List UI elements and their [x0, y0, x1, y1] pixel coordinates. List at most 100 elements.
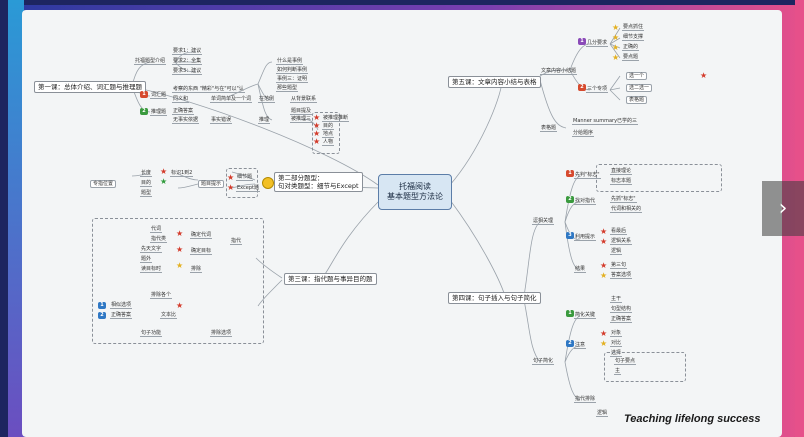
l1-node-19[interactable]: 推理	[258, 117, 271, 124]
lesson-2-node[interactable]: 第二部分题型： 句对类题型：细节与Except	[274, 172, 363, 192]
l4-node-21[interactable]: 对象	[610, 330, 623, 337]
l4-node-18[interactable]: 句型结构	[610, 306, 633, 313]
l2-node-1[interactable]: 长度	[140, 170, 153, 177]
l4-node-11[interactable]: 逻辑	[610, 248, 623, 255]
priority-icon: 1	[566, 310, 574, 317]
l4-node-4[interactable]: 标志本题	[610, 178, 633, 185]
center-topic[interactable]: 托福阅读 基本题型方法论	[378, 174, 452, 210]
l1-node-16[interactable]: 那些题型	[276, 85, 299, 92]
l3-node-14[interactable]: 句子功能	[140, 330, 163, 337]
l1-node-17[interactable]: 在范例	[258, 96, 276, 103]
l3-node-9[interactable]: 排除	[190, 266, 203, 273]
l5-node-2[interactable]: 几分要求	[586, 40, 609, 47]
l4-node-6[interactable]: 先抓"标志"	[610, 196, 637, 203]
priority-icon: 2	[566, 196, 574, 203]
lesson-3-node[interactable]: 第三课：指代题与事异目的题	[284, 273, 377, 285]
l5-node-3[interactable]: 要点抓住	[622, 24, 645, 31]
l1-node-13[interactable]: 什么是事例	[276, 58, 304, 65]
l5-node-12[interactable]: Manner summary已学的三	[572, 118, 639, 125]
l4-node-8[interactable]: 利用提示	[574, 234, 597, 241]
l4-node-19[interactable]: 正确答案	[610, 316, 633, 323]
l1-node-10[interactable]: 正确答案	[172, 108, 195, 115]
l3-node-7[interactable]: 指代	[230, 238, 243, 245]
l1-node-22[interactable]: 被推理推断	[322, 115, 350, 122]
l1-node-1[interactable]: 托福题型介绍	[134, 58, 167, 65]
l1-node-25[interactable]: 人物	[322, 139, 335, 146]
l3-node-13[interactable]: 文本比	[160, 312, 178, 319]
l5-node-1[interactable]: 文章内容小结题	[540, 68, 578, 75]
l4-node-16[interactable]: 简化关键	[574, 312, 597, 319]
lesson-1-node[interactable]: 第一课：总体介绍、词汇题与推理题	[34, 81, 146, 93]
priority-icon: 1	[140, 91, 148, 98]
l1-node-11[interactable]: 无事实依据	[172, 117, 200, 124]
l4-node-15[interactable]: 句子简化	[532, 358, 555, 365]
center-title-line1: 托福阅读	[399, 182, 431, 191]
l3-node-6[interactable]: 确定目标	[190, 248, 213, 255]
l4-node-26[interactable]: 指代排除	[574, 396, 597, 403]
l1-node-12[interactable]: 事实错误	[210, 117, 233, 124]
star-icon: ★	[700, 71, 708, 80]
l1-node-2[interactable]: 要求1：建议	[172, 48, 203, 55]
l1-node-3[interactable]: 要求2：全集	[172, 58, 203, 65]
l4-node-12[interactable]: 结果	[574, 266, 587, 273]
l4-node-25[interactable]: 主	[614, 368, 622, 375]
l4-node-9[interactable]: 看最后	[610, 228, 628, 235]
lesson-5-node[interactable]: 第五课：文章内容小结与表格	[448, 76, 541, 88]
l1-node-14[interactable]: 如何判断事例	[276, 67, 309, 74]
l1-node-21[interactable]: 被推理三	[290, 116, 313, 123]
l2-node-2[interactable]: 目的	[140, 180, 153, 187]
l1-node-23[interactable]: 目的	[322, 123, 335, 130]
l4-node-1[interactable]: 逗相关理	[532, 218, 555, 225]
l5-node-5[interactable]: 正确的	[622, 44, 640, 51]
l1-node-5[interactable]: 词汇题	[150, 92, 168, 99]
l1-node-20[interactable]: 题目提及	[290, 108, 313, 115]
l1-node-15[interactable]: 事例三：证明	[276, 76, 309, 83]
l2-node-7[interactable]: 细节题	[236, 174, 254, 181]
l3-node-11[interactable]: 相似选项	[110, 302, 133, 309]
l3-node-8[interactable]: 读目标时	[140, 266, 163, 273]
l4-node-2[interactable]: 先判"标志"	[574, 172, 601, 179]
l3-node-4[interactable]: 先天文字	[140, 246, 163, 253]
l2-node-4[interactable]: 标识1到2	[170, 170, 194, 177]
l3-node-2[interactable]: 指代类	[150, 236, 168, 243]
l5-node-4[interactable]: 细节支撑	[622, 34, 645, 41]
l1-node-7[interactable]: 同义和	[172, 96, 190, 103]
l1-node-18[interactable]: 从背景联系	[290, 96, 318, 103]
l5-node-7[interactable]: 三个专项	[586, 86, 609, 93]
l2-node-6[interactable]: 题目提示	[198, 180, 225, 188]
l4-node-17[interactable]: 主干	[610, 296, 623, 303]
l4-node-22[interactable]: 对比	[610, 340, 623, 347]
l3-node-12[interactable]: 正确答案	[110, 312, 133, 319]
l4-node-10[interactable]: 逻辑关系	[610, 238, 633, 245]
l1-node-9[interactable]: 推理题	[150, 109, 168, 116]
l5-node-6[interactable]: 要点题	[622, 54, 640, 61]
l1-node-8[interactable]: 单词简单及一个词	[210, 96, 253, 103]
l5-node-10[interactable]: 表格题	[626, 96, 648, 104]
l2-node-5[interactable]: 专指位置	[90, 180, 117, 188]
l4-node-23[interactable]: 选择	[610, 350, 623, 357]
l1-node-24[interactable]: 地点	[322, 131, 335, 138]
l4-node-3[interactable]: 直接理论	[610, 168, 633, 175]
l3-node-10[interactable]: 排除各个	[150, 292, 173, 299]
l3-node-15[interactable]: 排除选项	[210, 330, 233, 337]
lesson-4-node[interactable]: 第四课：句子插入与句子简化	[448, 292, 541, 304]
l4-node-14[interactable]: 答案选项	[610, 272, 633, 279]
l5-node-13[interactable]: 分给题序	[572, 130, 595, 137]
l4-node-13[interactable]: 第三句	[610, 262, 628, 269]
l1-node-6[interactable]: 考察的东西 "精彩"与在"可以"认	[172, 86, 245, 93]
next-slide-button[interactable]: ›	[762, 181, 804, 236]
l5-node-9[interactable]: 选二选一	[626, 84, 653, 92]
l3-node-5[interactable]: 题外	[140, 256, 153, 263]
l2-node-8[interactable]: Except题	[236, 185, 260, 192]
l2-node-3[interactable]: 题型	[140, 190, 153, 197]
l4-node-24[interactable]: 句子要点	[614, 358, 637, 365]
l4-node-5[interactable]: 找对指代	[574, 198, 597, 205]
l1-node-4[interactable]: 要求3：建议	[172, 68, 203, 75]
l4-node-7[interactable]: 代词和相关的	[610, 206, 643, 213]
l5-node-11[interactable]: 表格题	[540, 125, 558, 132]
l4-node-27[interactable]: 逻辑	[596, 410, 609, 417]
l3-node-3[interactable]: 确定代词	[190, 232, 213, 239]
l4-node-20[interactable]: 注意	[574, 342, 587, 349]
l5-node-8[interactable]: 选一个	[626, 72, 648, 80]
l3-node-1[interactable]: 代词	[150, 226, 163, 233]
